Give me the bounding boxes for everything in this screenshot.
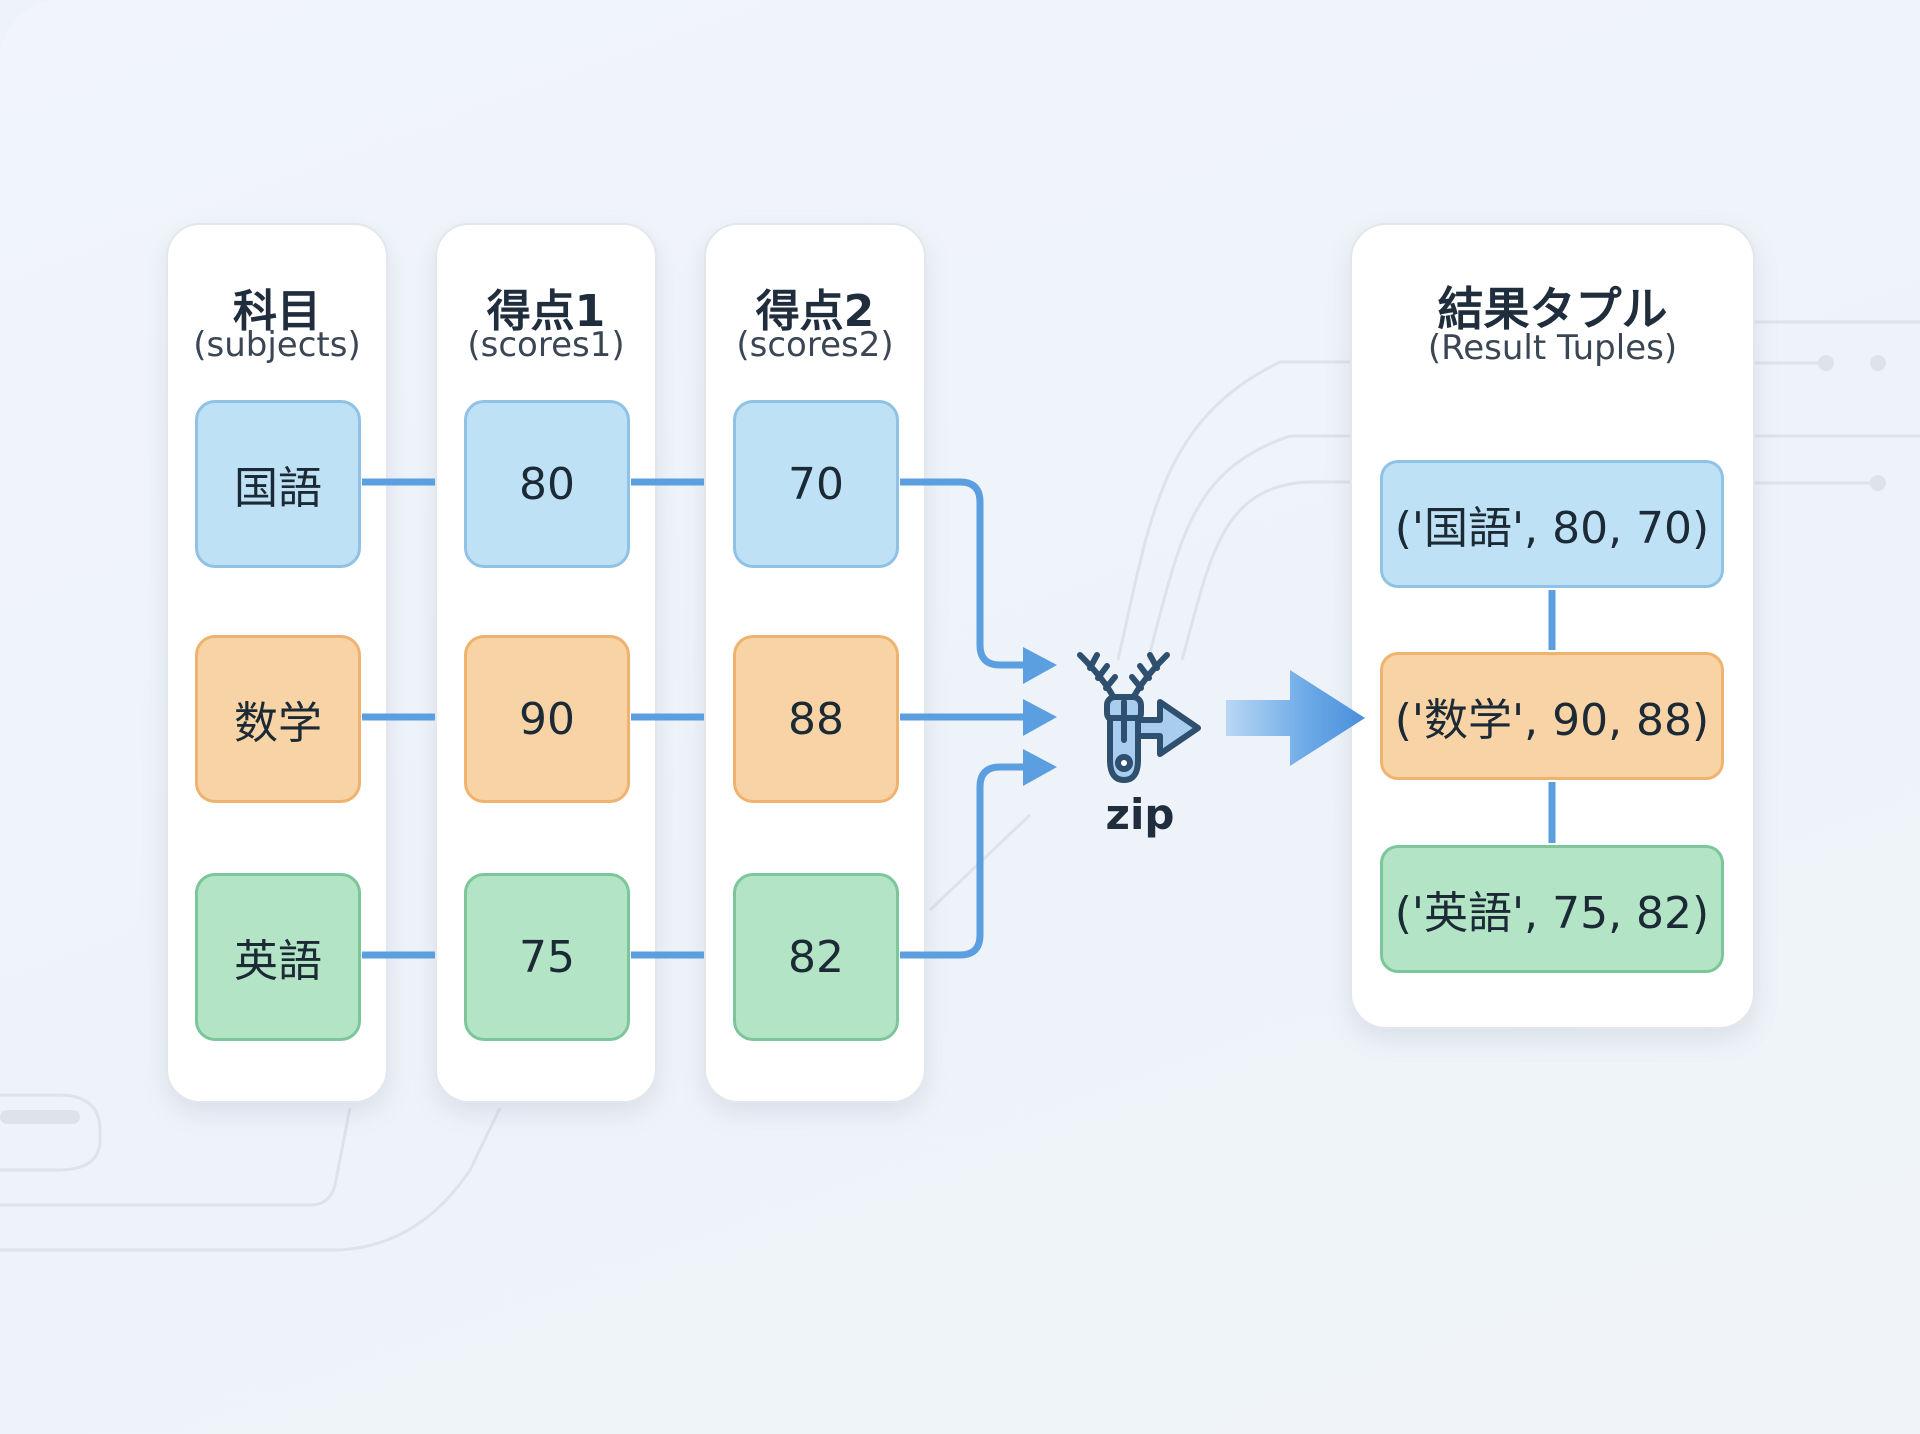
column-subtitle: (scores2)	[736, 325, 894, 365]
cell-score2: 82	[733, 873, 899, 1041]
column-scores2: 得点2 (scores2) 70 88 82	[704, 223, 926, 1103]
cell-subject: 数学	[195, 635, 361, 803]
column-title: 得点2	[755, 286, 875, 337]
result-subtitle: (Result Tuples)	[1427, 328, 1678, 368]
cell-score1: 75	[464, 873, 630, 1041]
cell-score2: 88	[733, 635, 899, 803]
cell-subject: 英語	[195, 873, 361, 1041]
result-panel: 結果タプル (Result Tuples) ('国語', 80, 70) ('数…	[1350, 223, 1755, 1029]
result-tuple: ('数学', 90, 88)	[1380, 652, 1724, 780]
column-title: 科目	[233, 286, 321, 337]
cell-score2: 70	[733, 400, 899, 568]
column-subtitle: (subjects)	[193, 325, 361, 365]
cell-score1: 80	[464, 400, 630, 568]
column-subjects: 科目 (subjects) 国語 数学 英語	[166, 223, 388, 1103]
column-subtitle: (scores1)	[467, 325, 625, 365]
result-title: 結果タプル	[1437, 282, 1668, 336]
zip-label: zip	[1105, 790, 1175, 839]
column-title: 得点1	[486, 286, 606, 337]
cell-score1: 90	[464, 635, 630, 803]
result-tuple: ('国語', 80, 70)	[1380, 460, 1724, 588]
result-tuple: ('英語', 75, 82)	[1380, 845, 1724, 973]
cell-subject: 国語	[195, 400, 361, 568]
column-scores1: 得点1 (scores1) 80 90 75	[435, 223, 657, 1103]
